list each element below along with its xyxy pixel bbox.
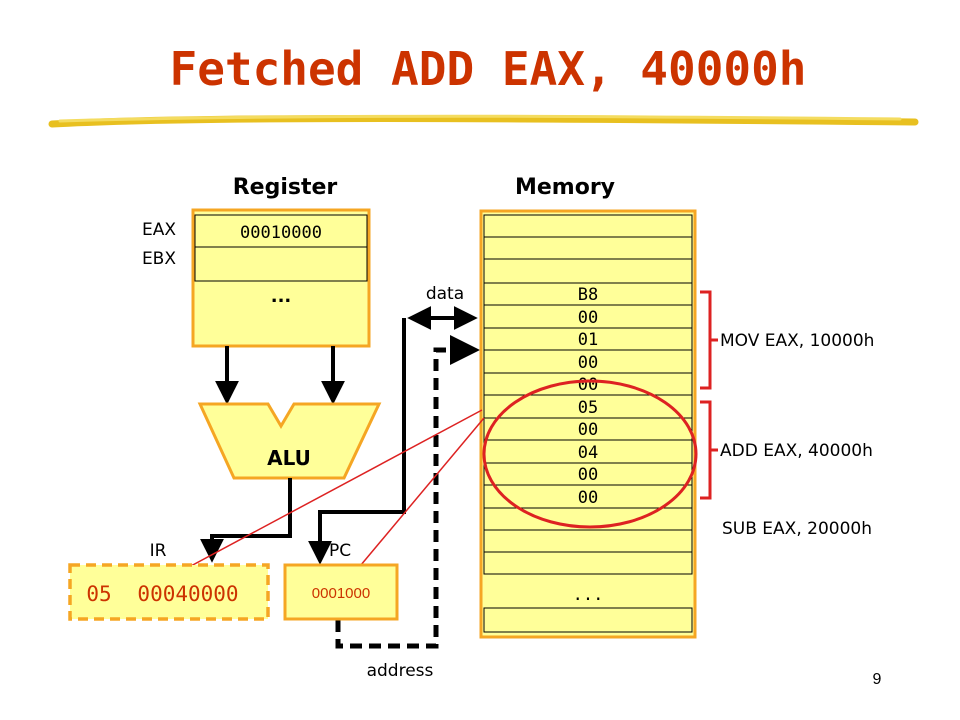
memory-cell-value: 00: [578, 465, 598, 485]
mov-bracket: [700, 290, 718, 390]
register-ellipsis: ...: [271, 286, 292, 307]
memory-cell-value: 00: [578, 488, 598, 508]
memory-cell-value: 00: [578, 353, 598, 373]
ir-opcode: 05: [86, 582, 111, 606]
memory-cell-value: 00: [578, 308, 598, 328]
memory-cell-value: 00: [578, 420, 598, 440]
page-title: Fetched ADD EAX, 40000h: [170, 42, 807, 96]
register-eax-cell: [194, 214, 368, 248]
data-bus-label: data: [426, 284, 464, 304]
memory-cell: [483, 236, 693, 260]
pc-register: [283, 563, 399, 621]
title-underline: [48, 115, 919, 128]
fetch-arrow-1: [174, 409, 483, 575]
fetched-bytes-ellipse: [482, 379, 698, 529]
alu-to-ir-arrow: [200, 478, 292, 563]
alu-shape: [197, 402, 382, 480]
instruction-mov: MOV EAX, 10000h: [720, 331, 874, 351]
memory-cell: [483, 258, 693, 284]
instruction-sub: SUB EAX, 20000h: [722, 519, 872, 539]
ir-operand: 00040000: [137, 582, 238, 606]
ir-label: IR: [150, 541, 167, 561]
register-eax-value: 00010000: [240, 223, 322, 243]
pc-label: PC: [329, 541, 351, 561]
memory-cell: [483, 551, 693, 575]
address-bus-line: [335, 335, 480, 649]
memory-cell-value: 00: [578, 375, 598, 395]
register-ebx-cell: [194, 246, 368, 282]
memory-header: Memory: [515, 175, 615, 200]
title-underline-highlight: [58, 114, 902, 123]
page-number: 9: [873, 671, 882, 688]
ir-register: [68, 563, 270, 621]
memory-ellipsis: ...: [573, 585, 604, 605]
data-bus-line: [308, 318, 406, 565]
instruction-add: ADD EAX, 40000h: [720, 441, 873, 461]
memory-cell-value: B8: [578, 285, 598, 305]
address-bus-label: address: [367, 661, 434, 681]
alu-label: ALU: [267, 446, 311, 470]
add-bracket: [700, 400, 718, 500]
memory-cell-value: 01: [578, 330, 598, 350]
register-label-ebx: EBX: [142, 249, 176, 269]
memory-cell-value: 05: [578, 398, 598, 418]
memory-cell: [483, 529, 693, 553]
pc-value: 0001000: [312, 585, 370, 602]
register-header: Register: [233, 175, 338, 200]
memory-cell-value: 04: [578, 443, 598, 463]
memory-cell: [483, 607, 693, 633]
memory-cell: [483, 214, 693, 238]
register-label-eax: EAX: [142, 220, 176, 240]
fetch-arrow-2: [339, 417, 485, 591]
